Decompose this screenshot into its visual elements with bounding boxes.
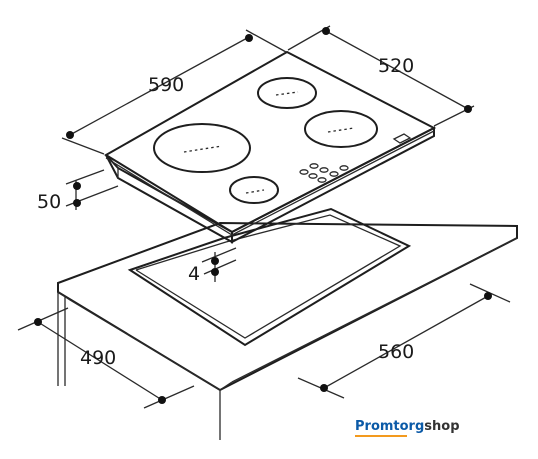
dimension-560: 560 bbox=[297, 283, 511, 399]
dimension-4: 4 bbox=[188, 247, 237, 285]
control-dot-3 bbox=[308, 173, 318, 179]
dimension-590: 590 bbox=[61, 29, 287, 155]
dimension-490-label: 490 bbox=[80, 347, 116, 369]
cooking-zone-right-dashes bbox=[327, 127, 355, 133]
control-dot-5 bbox=[317, 177, 327, 183]
brand-logo-part2: shop bbox=[424, 419, 460, 434]
cooking-zone-large-dashes bbox=[183, 145, 223, 153]
dimension-490: 490 bbox=[17, 307, 195, 409]
control-dot-7 bbox=[339, 165, 349, 171]
cooking-zone-front bbox=[229, 176, 279, 204]
dimension-520-label: 520 bbox=[378, 55, 414, 77]
hob-top-surface bbox=[104, 50, 437, 236]
display-window bbox=[392, 133, 412, 144]
control-dot-4 bbox=[319, 167, 329, 173]
cooking-zone-top bbox=[257, 77, 317, 109]
dimension-50-label: 50 bbox=[37, 191, 61, 213]
dimension-590-label: 590 bbox=[148, 74, 184, 96]
brand-logo-part1: Promtorg bbox=[355, 419, 425, 434]
control-dot-1 bbox=[299, 169, 309, 175]
countertop bbox=[57, 221, 518, 440]
control-panel bbox=[299, 133, 412, 183]
dimension-50: 50 bbox=[37, 169, 119, 213]
countertop-cutout bbox=[127, 207, 412, 347]
brand-underline bbox=[355, 435, 407, 437]
dimension-560-label: 560 bbox=[378, 341, 414, 363]
dimension-4-label: 4 bbox=[188, 263, 200, 285]
cooking-zones bbox=[153, 77, 378, 204]
control-dot-2 bbox=[309, 163, 319, 169]
brand-logo[interactable]: Promtorgshop bbox=[355, 419, 460, 437]
control-dot-6 bbox=[329, 171, 339, 177]
cooking-zone-large bbox=[153, 123, 251, 173]
cooking-zone-right bbox=[304, 110, 378, 148]
dimension-520: 520 bbox=[287, 25, 475, 127]
cooking-zone-top-dashes bbox=[275, 91, 299, 96]
cooking-zone-front-dashes bbox=[245, 189, 265, 194]
